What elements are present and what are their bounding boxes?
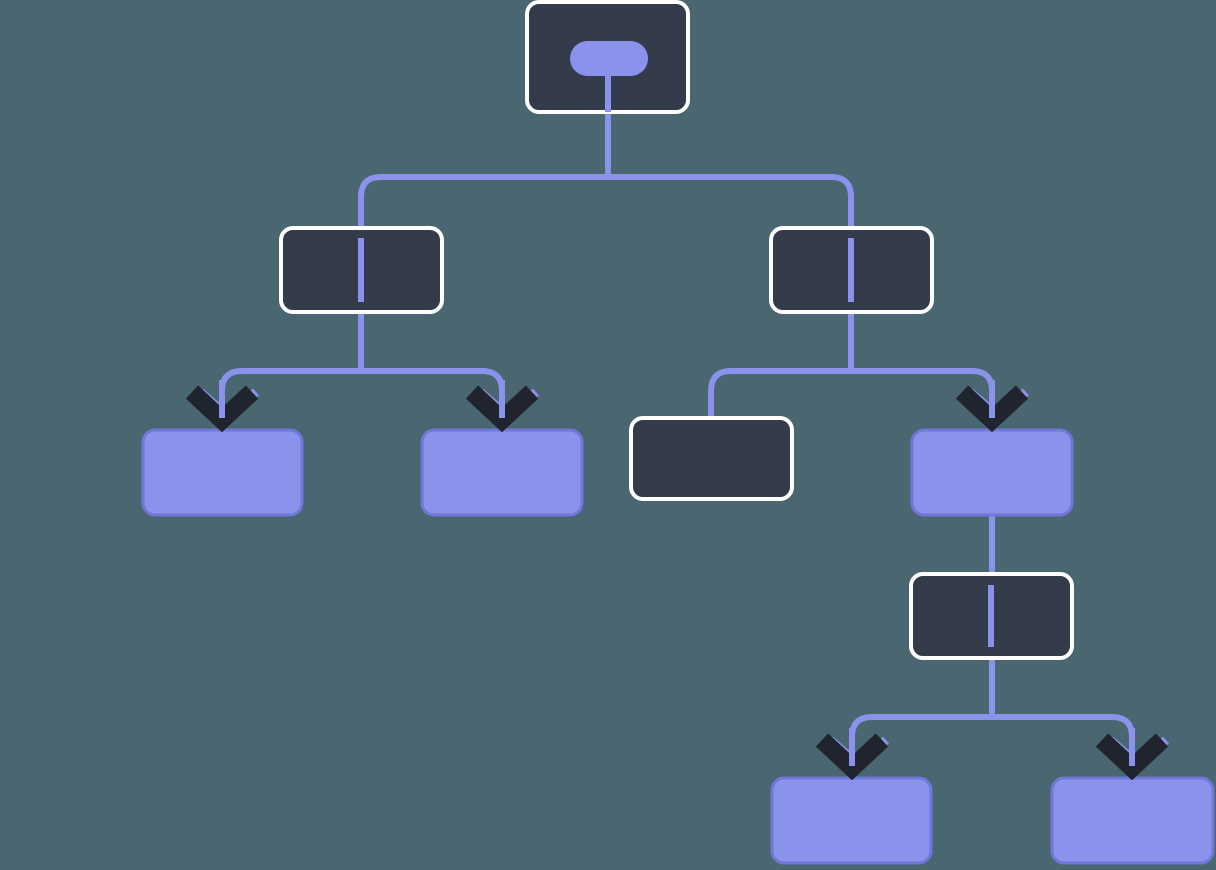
edge-level3-to-leaf-b-arrowhead-front: [1095, 733, 1169, 781]
level2-dark-node[interactable]: [629, 416, 794, 501]
level2-dark-node-shape: [629, 416, 794, 501]
level4-leaf-a[interactable]: [770, 776, 933, 865]
edge-layer: [219, 112, 1135, 780]
node-layer: [141, 0, 1215, 865]
edge-level1-left-to-leaf-b-arrowhead: [465, 380, 539, 433]
edge-level3-to-leaf-a-arrowhead-front: [815, 733, 889, 781]
level3-dark-node[interactable]: [909, 572, 1074, 660]
edge-root-to-level1-right[interactable]: [605, 112, 854, 228]
level4-leaf-b-shape: [1050, 776, 1215, 865]
level1-right-node-through-line: [848, 238, 854, 302]
edge-level1-right-to-dark-node[interactable]: [708, 312, 854, 418]
edge-level3-to-leaf-b-arrowhead: [1095, 728, 1169, 781]
arrowhead-layer: [185, 380, 1169, 781]
edge-level1-right-to-branch-node-arrowhead-front: [955, 385, 1029, 433]
edge-level1-right-to-branch-node-arrowhead: [955, 380, 1029, 433]
level4-leaf-a-shape: [770, 776, 933, 865]
level1-left-node[interactable]: [279, 226, 444, 314]
edge-level1-left-to-leaf-a-arrowhead-front: [185, 385, 259, 433]
level2-leaf-b[interactable]: [420, 428, 584, 517]
level4-leaf-b[interactable]: [1050, 776, 1215, 865]
root-node[interactable]: [525, 0, 690, 114]
root-node-pill-icon: [570, 41, 648, 76]
edge-level1-left-to-leaf-a-arrowhead: [185, 380, 259, 433]
level2-branch-node-shape: [910, 428, 1074, 517]
level2-leaf-a-shape: [141, 428, 304, 517]
root-node-stem: [605, 76, 611, 112]
edge-level3-to-leaf-a-arrowhead: [815, 728, 889, 781]
level2-leaf-b-shape: [420, 428, 584, 517]
level2-leaf-a[interactable]: [141, 428, 304, 517]
level1-right-node[interactable]: [769, 226, 934, 314]
edge-level1-left-to-leaf-b-arrowhead-front: [465, 385, 539, 433]
level1-left-node-through-line: [358, 238, 364, 302]
level2-branch-node[interactable]: [910, 428, 1074, 517]
level3-dark-node-through-line: [988, 585, 994, 647]
